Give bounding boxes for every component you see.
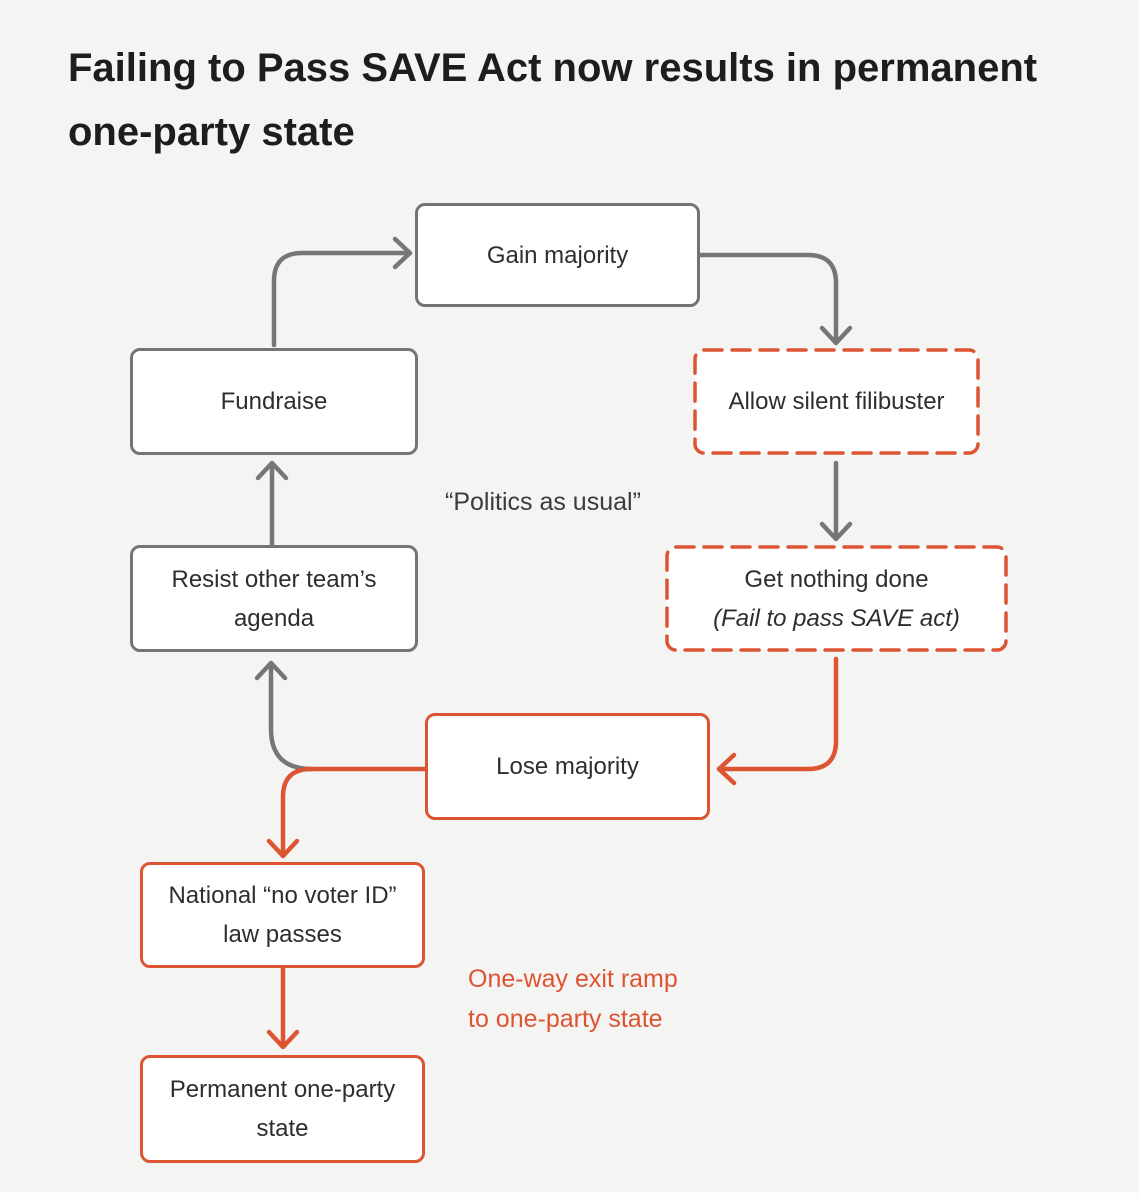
node-resist-line2: agenda — [233, 604, 315, 632]
node-lose-majority: Lose majority — [425, 713, 710, 820]
node-allow-silent-filibuster: Allow silent filibuster — [693, 348, 980, 455]
node-gain-majority: Gain majority — [415, 203, 700, 307]
node-national-line2: law passes — [223, 921, 342, 948]
edge-gain-majority-to-allow-filibuster — [697, 252, 853, 346]
edge-lose-majority-to-resist — [254, 660, 315, 772]
node-get-nothing-done: Get nothing done (Fail to pass SAVE act) — [665, 545, 1008, 652]
label-exit-ramp-line1: One-way exit ramp — [468, 965, 678, 993]
edge-lose-majority-to-national — [266, 766, 428, 859]
node-resist-line1: Resist other team’s — [171, 565, 377, 593]
page-title-line2: one-party state — [68, 110, 355, 154]
dashed-border — [693, 348, 980, 455]
edge-fundraise-to-gain-majority — [271, 236, 413, 348]
node-national-no-voter-id: National “no voter ID” law passes — [140, 862, 425, 968]
label-exit-ramp-line2: to one-party state — [468, 1005, 663, 1033]
node-get-nothing-line1: Get nothing done — [744, 565, 929, 593]
node-national-line1: National “no voter ID” — [168, 882, 397, 909]
node-lose-majority-label: Lose majority — [496, 753, 639, 780]
page-title-line1: Failing to Pass SAVE Act now results in … — [68, 46, 1038, 90]
edge-resist-to-fundraise — [255, 460, 289, 548]
node-allow-silent-filibuster-label: Allow silent filibuster — [728, 388, 945, 415]
edge-allow-filibuster-to-get-nothing — [819, 460, 853, 542]
node-fundraise: Fundraise — [130, 348, 418, 455]
edge-get-nothing-to-lose-majority — [716, 656, 839, 786]
node-gain-majority-label: Gain majority — [486, 241, 629, 269]
node-resist-other-teams-agenda: Resist other team’s agenda — [130, 545, 418, 652]
node-get-nothing-line2: (Fail to pass SAVE act) — [713, 604, 960, 632]
node-permanent-line1: Permanent one-party — [169, 1076, 396, 1103]
node-fundraise-label: Fundraise — [220, 388, 328, 415]
node-permanent-one-party-state: Permanent one-party state — [140, 1055, 425, 1163]
node-permanent-line2: state — [256, 1115, 309, 1142]
edge-national-to-permanent — [266, 966, 300, 1050]
bottom-strip — [0, 1192, 1139, 1200]
page-title: Failing to Pass SAVE Act now results in … — [68, 36, 1128, 164]
label-one-way-exit-ramp: One-way exit ramp to one-party state — [468, 959, 678, 1039]
dashed-border — [665, 545, 1008, 652]
label-politics-as-usual: “Politics as usual” — [445, 488, 641, 516]
